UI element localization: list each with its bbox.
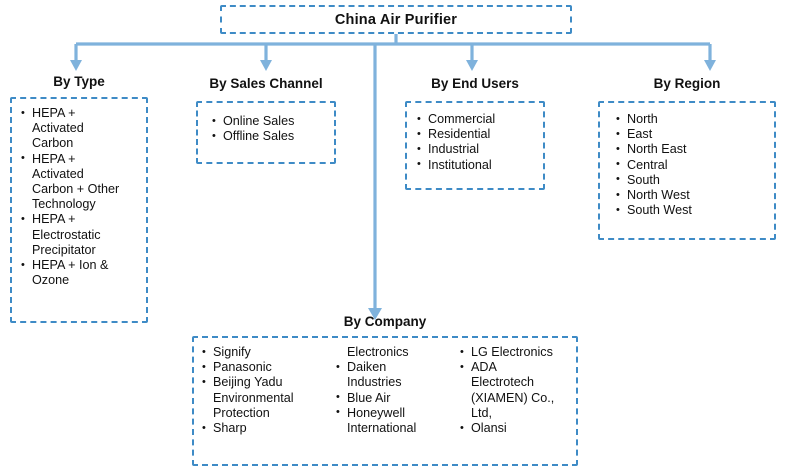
list-item: Precipitator [32,242,96,257]
list-item: North West [614,188,768,204]
list-item: Electronics [347,345,409,359]
list-item: (XIAMEN) Co., [471,390,555,405]
bullet-list-company-2: Electronics Daiken Industries Blue Air H… [334,345,458,436]
list-item: Blue Air [334,390,458,406]
bullet-list-company-3: LG Electronics ADA Electrotech (XIAMEN) … [458,344,580,437]
list-item: Honeywell [334,405,458,421]
list-item: Online Sales [210,113,328,129]
list-item: Central [614,157,768,173]
category-heading-type: By Type [53,74,105,89]
category-box-end-users[interactable]: Commercial Residential Industrial Instit… [405,101,545,190]
bullet-list-region: North East North East Central South Nort… [614,111,768,219]
list-item: HEPA + [19,151,140,167]
list-item: Commercial [415,111,537,127]
category-list-type: HEPA + Activated Carbon HEPA + Activated… [12,99,146,294]
list-item: Offline Sales [210,129,328,145]
list-item: LG Electronics [458,344,580,360]
list-item: Institutional [415,157,537,173]
category-heading-sales-channel: By Sales Channel [209,76,323,91]
list-item: Olansi [458,421,580,437]
list-item: Electrostatic [32,227,101,242]
category-heading-region: By Region [653,76,721,91]
arrow-head-type [70,60,82,71]
category-list-sales-channel: Online Sales Offline Sales [198,103,334,150]
list-item: Protection [213,405,270,420]
company-column-1: Signify Panasonic Beijing Yadu Environme… [200,344,334,437]
bullet-list-company-1: Signify Panasonic Beijing Yadu Environme… [200,344,334,437]
list-item: ADA [458,360,580,376]
list-item: HEPA + [19,105,140,121]
list-item: North [614,111,768,127]
category-box-sales-channel[interactable]: Online Sales Offline Sales [196,101,336,164]
list-item: HEPA + [19,212,140,228]
root-node-china-air-purifier[interactable]: China Air Purifier [220,5,572,34]
category-list-region: North East North East Central South Nort… [600,103,774,224]
category-box-region[interactable]: North East North East Central South Nort… [598,101,776,240]
bullet-list-end-users: Commercial Residential Industrial Instit… [415,111,537,173]
list-item: International [347,421,417,436]
root-node-title: China Air Purifier [334,11,458,28]
company-column-2: Electronics Daiken Industries Blue Air H… [334,345,458,436]
list-item: Sharp [200,421,334,437]
category-list-end-users: Commercial Residential Industrial Instit… [407,103,543,179]
list-item: Technology [32,197,96,212]
list-item: North East [614,142,768,158]
list-item: HEPA + Ion & [19,258,140,274]
bullet-list-sales-channel: Online Sales Offline Sales [210,113,328,145]
list-item: Signify [200,344,334,360]
list-item: Panasonic [200,360,334,376]
list-item: Industries [347,375,402,390]
list-item: East [614,127,768,143]
list-item: Activated [32,166,84,181]
list-item: Industrial [415,142,537,158]
list-item: Daiken [334,360,458,376]
list-item: Environmental [213,390,294,405]
bullet-list-type: HEPA + Activated Carbon HEPA + Activated… [19,105,140,288]
list-item: Carbon + Other [32,182,120,197]
arrow-head-end-users [466,60,478,71]
list-item: Electrotech [471,375,534,390]
category-heading-end-users: By End Users [431,76,519,91]
list-item: Residential [415,127,537,143]
category-box-company[interactable]: Signify Panasonic Beijing Yadu Environme… [192,336,578,466]
list-item: Ltd, [471,405,493,420]
category-box-type[interactable]: HEPA + Activated Carbon HEPA + Activated… [10,97,148,323]
arrow-head-sales-channel [260,60,272,71]
arrow-head-region [704,60,716,71]
list-item: Carbon [32,136,74,151]
company-column-3: LG Electronics ADA Electrotech (XIAMEN) … [458,344,580,437]
list-item: Beijing Yadu [200,375,334,391]
category-heading-company: By Company [343,314,427,329]
category-list-company: Signify Panasonic Beijing Yadu Environme… [194,338,576,441]
list-item: Activated [32,121,84,136]
list-item: South [614,172,768,188]
list-item: Ozone [32,273,70,288]
list-item: South West [614,203,768,219]
